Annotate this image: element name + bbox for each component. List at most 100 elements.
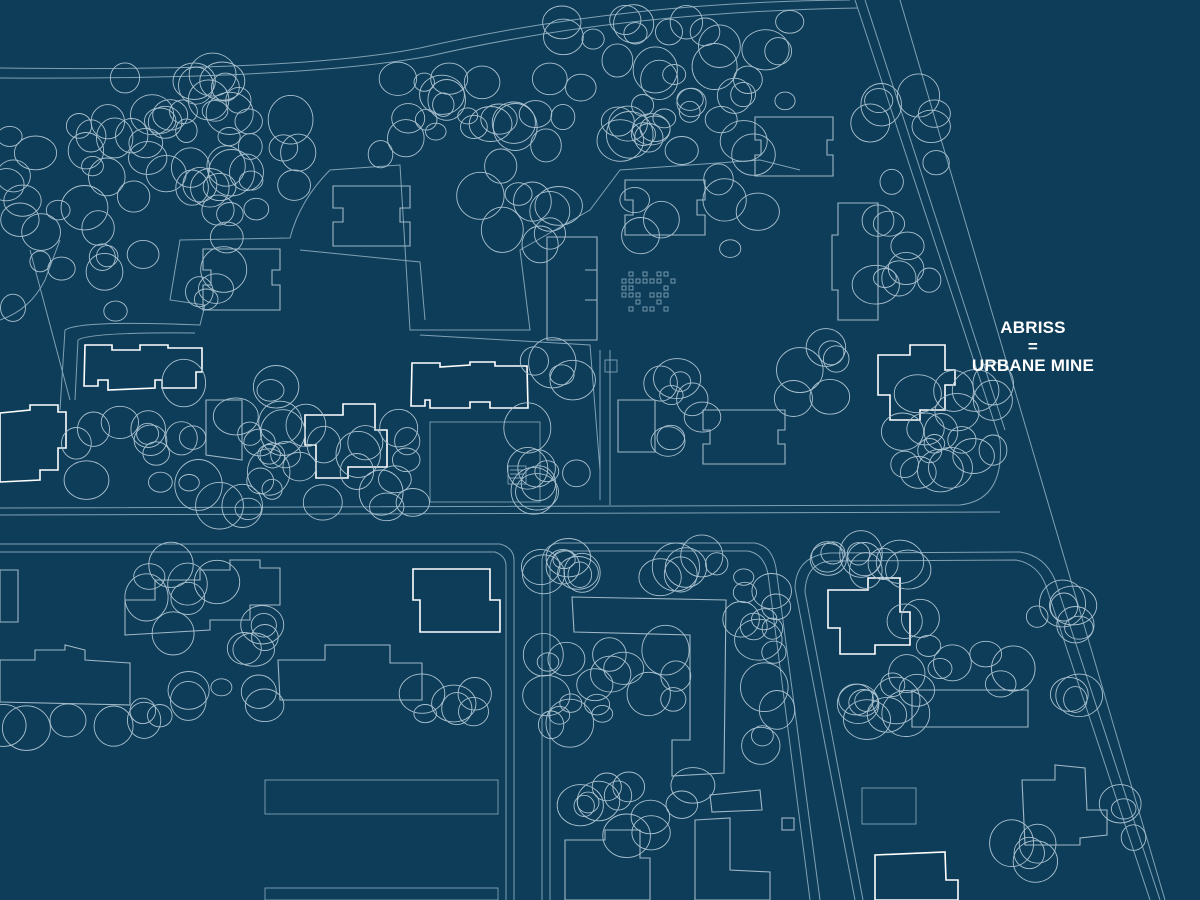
- highlighted-building-7: [827, 577, 911, 655]
- building-n1: [754, 116, 834, 177]
- tree-icon: [978, 434, 1008, 466]
- tree-icon: [503, 402, 552, 454]
- tree-icon: [1110, 798, 1137, 820]
- tree-icon: [259, 409, 306, 456]
- tree-icon: [246, 467, 275, 495]
- tree-icon: [890, 450, 920, 479]
- tree-icon: [480, 206, 524, 253]
- tree-icon: [240, 674, 277, 709]
- tree-icon: [170, 680, 207, 721]
- tree-icon: [879, 168, 904, 195]
- tree-icon: [306, 425, 341, 464]
- tree-icon: [809, 378, 851, 415]
- tree-icon: [849, 552, 883, 589]
- tree-icon: [128, 141, 168, 175]
- tree-icon: [741, 29, 790, 71]
- playground-square: [656, 271, 662, 277]
- block-middle-edge: [541, 542, 821, 900]
- tree-icon: [178, 66, 214, 105]
- building-m3: [694, 817, 771, 900]
- tree-icon: [145, 154, 187, 193]
- tree-icon: [552, 550, 576, 570]
- plot-kiosk: [604, 359, 618, 373]
- tree-icon: [751, 573, 792, 610]
- tree-icon: [47, 256, 76, 281]
- tree-icon: [96, 245, 119, 268]
- tree-icon: [45, 199, 71, 221]
- tree-icon: [805, 328, 847, 367]
- tree-icon: [563, 552, 601, 593]
- tree-icon: [100, 405, 140, 439]
- plot-long-bar-2: [264, 887, 499, 900]
- tree-icon: [335, 430, 381, 478]
- tree-icon: [576, 791, 600, 814]
- playground-square: [628, 271, 634, 277]
- building-s3: [0, 644, 131, 706]
- tree-icon: [900, 598, 940, 638]
- tree-icon: [603, 651, 645, 685]
- tree-icon: [991, 645, 1036, 692]
- tree-icon: [691, 43, 738, 90]
- playground-square: [642, 271, 648, 277]
- tree-icon: [90, 104, 125, 140]
- playground-square: [656, 299, 662, 305]
- tree-icon: [391, 103, 426, 134]
- tree-icon: [185, 276, 214, 308]
- tree-icon: [596, 119, 645, 162]
- tree-icon: [229, 153, 264, 191]
- tree-icon: [969, 640, 1003, 668]
- tree-icon: [864, 88, 894, 114]
- tree-icon: [860, 83, 902, 127]
- tree-icon: [165, 421, 198, 456]
- tree-icon: [246, 448, 291, 496]
- tree-icon: [543, 18, 584, 56]
- tree-icon: [88, 157, 126, 197]
- tree-icon: [630, 122, 656, 146]
- building-n2: [624, 179, 706, 236]
- tree-icon: [209, 221, 244, 254]
- tree-icon: [923, 413, 959, 451]
- tree-icon: [518, 100, 553, 129]
- tree-icon: [126, 239, 160, 269]
- tree-icon: [521, 225, 559, 264]
- path-interior-b: [74, 249, 611, 505]
- tree-icon: [522, 674, 571, 717]
- tree-icon: [240, 605, 285, 645]
- tree-icon: [764, 37, 793, 66]
- tree-icon: [250, 612, 277, 638]
- road-east-edge-inner: [864, 0, 1006, 431]
- tree-icon: [244, 688, 285, 723]
- tree-icon: [367, 140, 394, 169]
- tree-icon: [775, 9, 805, 34]
- playground-square: [656, 278, 662, 284]
- tree-icon: [234, 497, 262, 521]
- tree-icon: [906, 412, 945, 446]
- tree-icon: [660, 687, 687, 712]
- tree-icon: [643, 200, 680, 239]
- block-middle-edge-inner: [549, 550, 811, 900]
- tree-icon: [927, 657, 953, 680]
- playground-square: [649, 306, 655, 312]
- tree-icon: [1, 705, 51, 751]
- tree-icon: [510, 466, 557, 515]
- tree-icon: [147, 704, 173, 728]
- playground-square: [642, 306, 648, 312]
- tree-icon: [881, 690, 931, 737]
- tree-icon: [843, 699, 891, 740]
- tree-icon: [267, 94, 314, 145]
- tree-icon: [613, 4, 655, 44]
- path-interior-c: [0, 239, 601, 471]
- tree-icon: [680, 534, 724, 578]
- tree-icon: [609, 4, 642, 36]
- tree-icon: [130, 94, 175, 136]
- tree-icon: [458, 696, 489, 727]
- building-e1: [911, 689, 1029, 728]
- tree-icon: [124, 573, 169, 622]
- playground-square: [635, 278, 641, 284]
- tree-icon: [776, 347, 824, 394]
- tree-icon: [93, 705, 134, 747]
- tree-icon: [601, 43, 634, 78]
- tree-icon: [457, 107, 479, 125]
- tree-icon: [49, 703, 87, 738]
- tree-icon: [592, 637, 627, 672]
